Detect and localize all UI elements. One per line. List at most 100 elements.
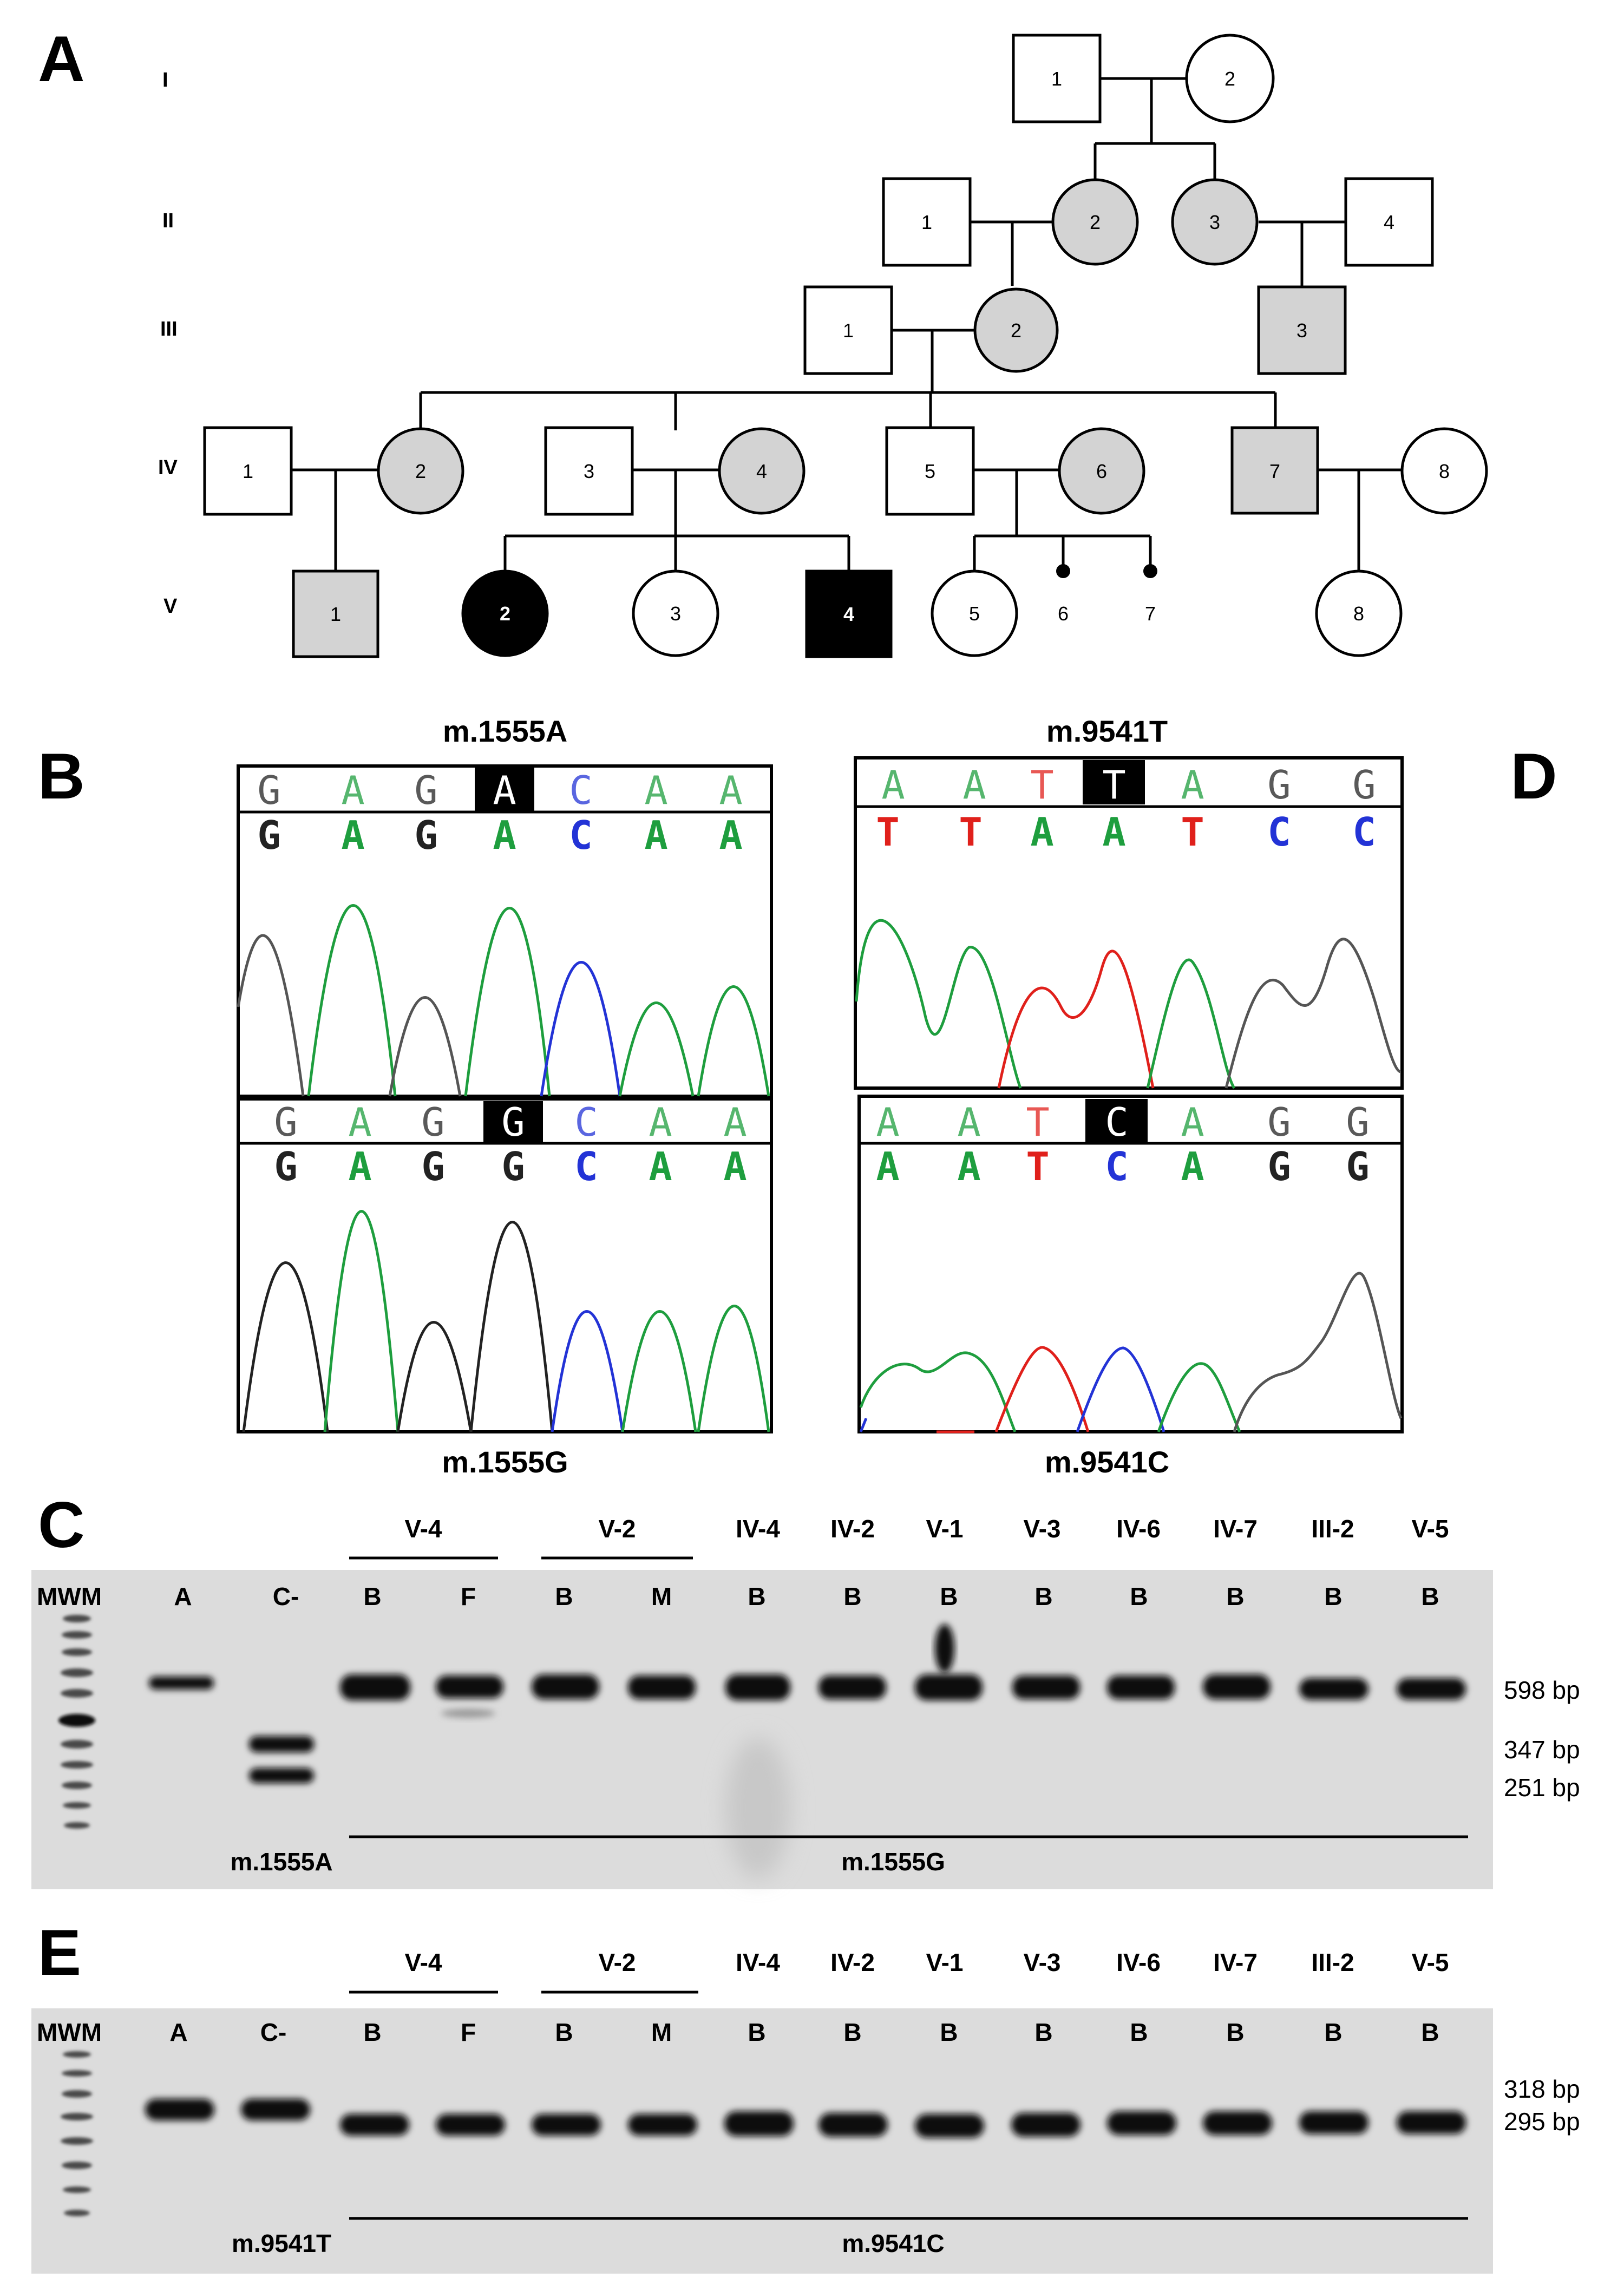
chromatogram-title-b-bottom: m.1555G: [442, 1445, 568, 1479]
band-size-label: 347 bp: [1504, 1736, 1580, 1764]
ref-base-variant: T: [1102, 762, 1125, 808]
gel-allele-label-right-e: m.9541C: [842, 2229, 944, 2257]
ref-base: A: [341, 768, 364, 813]
group-label: V-5: [1411, 1515, 1449, 1543]
individual-iv-5: [885, 426, 975, 516]
chromatogram-title-d-top: m.9541T: [1046, 714, 1168, 748]
gel-bands-e: [145, 2099, 1466, 2138]
individual-label-v-6: 6: [1058, 603, 1069, 625]
trace-d-bottom: [859, 1272, 1403, 1433]
panel-label-e: E: [38, 1916, 81, 1989]
individual-iv-6: [1058, 427, 1145, 515]
chromatogram-box-d-bottom: [857, 1095, 1404, 1433]
chromatogram-box-d-top: [854, 756, 1404, 1090]
ref-base: A: [644, 768, 667, 813]
panel-label-d: D: [1510, 740, 1557, 813]
reference-row-d-bottom: A A T C A G G: [876, 1099, 1369, 1145]
lane-label: B: [748, 1582, 765, 1610]
ref-base: G: [274, 1099, 297, 1145]
lane-label: B: [555, 2018, 573, 2046]
ref-base: G: [421, 1099, 444, 1145]
individual-v-7-miscarriage: [1143, 564, 1157, 578]
ref-base: G: [1346, 1099, 1369, 1145]
group-labels-e: V-4 V-2 IV-4 IV-2 V-1 V-3 IV-6 IV-7 III-…: [404, 1948, 1449, 1976]
base-call: T: [1181, 809, 1204, 855]
lane-label: B: [940, 2018, 958, 2046]
lane-label: B: [1226, 1582, 1244, 1610]
lane-label: F: [461, 2018, 476, 2046]
panel-label-a: A: [38, 23, 85, 95]
base-call: A: [1181, 1144, 1204, 1189]
individual-label-ii-4: 4: [1384, 211, 1394, 233]
lane-label: C-: [260, 2018, 287, 2046]
individual-label-v-4: 4: [843, 603, 854, 625]
individual-label-iv-7: 7: [1269, 460, 1280, 482]
base-call: A: [348, 1144, 371, 1189]
base-call: A: [493, 813, 516, 858]
group-label: V-4: [404, 1515, 442, 1543]
ref-base: G: [414, 768, 437, 813]
group-label: V-3: [1023, 1515, 1060, 1543]
base-call: A: [876, 1144, 899, 1189]
individual-iii-1: [803, 285, 893, 375]
lane-label: B: [843, 1582, 861, 1610]
individual-label-iv-3: 3: [584, 460, 594, 482]
base-call: T: [959, 809, 982, 855]
individual-v-4: [805, 569, 893, 658]
lane-label: B: [1226, 2018, 1244, 2046]
ref-base: A: [1181, 762, 1204, 808]
individual-ii-3: [1171, 178, 1259, 266]
group-label: IV-7: [1213, 1515, 1258, 1543]
generation-label-iii: III: [160, 318, 178, 341]
base-call: T: [876, 809, 899, 855]
gel-allele-label-right-c: m.1555G: [841, 1848, 945, 1876]
base-call: C: [1267, 809, 1291, 855]
base-call: G: [1267, 1144, 1291, 1189]
individual-v-2: [461, 569, 549, 657]
group-label: V-1: [926, 1515, 963, 1543]
gel-image-e: [31, 2008, 1493, 2274]
individual-label-iii-2: 2: [1011, 319, 1021, 342]
panel-label-b: B: [38, 740, 85, 813]
individual-label-v-1: 1: [330, 603, 341, 625]
ref-base: C: [569, 768, 592, 813]
base-call: C: [574, 1144, 598, 1189]
individual-label-iv-2: 2: [415, 460, 426, 482]
individual-ii-2: [1051, 178, 1139, 266]
lane-label: B: [1034, 1582, 1052, 1610]
individual-label-iii-3: 3: [1296, 319, 1307, 342]
gel-bands-c: [149, 1674, 1466, 1783]
group-label: V-1: [926, 1948, 963, 1976]
individual-iii-2: [973, 287, 1059, 373]
base-call: G: [421, 1144, 444, 1189]
individual-iv-7: [1230, 426, 1319, 515]
lane-label: B: [1421, 2018, 1439, 2046]
individual-label-iv-8: 8: [1439, 460, 1450, 482]
group-label: IV-6: [1116, 1515, 1161, 1543]
lane-labels-e: MWM A C- B F B M B B B B B B B B: [37, 2018, 1439, 2046]
group-label: V-5: [1411, 1948, 1449, 1976]
lane-label: B: [1034, 2018, 1052, 2046]
individual-label-v-7: 7: [1145, 603, 1156, 625]
group-label: V-2: [598, 1515, 636, 1543]
individual-label-i-1: 1: [1051, 68, 1062, 90]
base-call: A: [957, 1144, 980, 1189]
trace-b-bottom: [242, 1210, 770, 1432]
ref-base: A: [719, 768, 742, 813]
base-call: A: [723, 1144, 746, 1189]
base-call: G: [1346, 1144, 1369, 1189]
chromatogram-box-b-top: [237, 764, 773, 1098]
individual-label-iv-6: 6: [1096, 460, 1107, 482]
ref-base: A: [1181, 1099, 1204, 1145]
ref-base: A: [881, 762, 905, 808]
ref-base: A: [876, 1099, 899, 1145]
lane-label: B: [1421, 1582, 1439, 1610]
group-label: V-3: [1023, 1948, 1060, 1976]
group-label: IV-2: [830, 1948, 875, 1976]
base-call: C: [1352, 809, 1376, 855]
ref-base: A: [962, 762, 986, 808]
